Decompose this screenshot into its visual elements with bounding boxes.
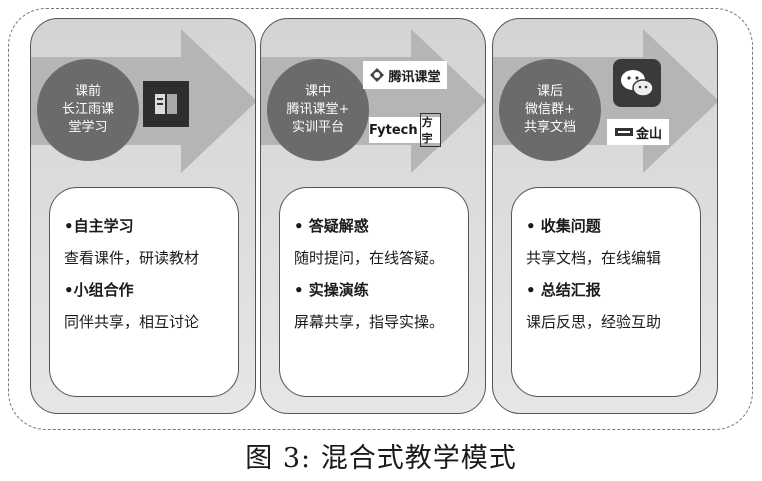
- item-heading: •自主学习: [64, 217, 134, 235]
- circle-line: 实训平台: [291, 120, 344, 135]
- logo-text: 金山: [635, 126, 662, 142]
- item-description: 同伴共享，相互讨论: [64, 313, 200, 331]
- circle-line: 长江雨课: [61, 102, 114, 117]
- logo-text: 方宇: [419, 113, 441, 147]
- item-heading: • 实操演练: [294, 281, 369, 299]
- item-description: 查看课件，研读教材: [64, 249, 200, 267]
- stage-content-box: •自主学习 查看课件，研读教材 •小组合作 同伴共享，相互讨论: [49, 187, 239, 397]
- item-description: 共享文档，在线编辑: [526, 249, 662, 267]
- stage-content-box: • 收集问题 共享文档，在线编辑 • 总结汇报 课后反思，经验互助: [511, 187, 701, 397]
- item-description: 课后反思，经验互助: [526, 313, 662, 331]
- item-heading: •小组合作: [64, 281, 134, 299]
- circle-line: 课中: [304, 84, 331, 99]
- stage-panel-after-class: 课后 微信群+ 共享文档 金山 • 收集问题 共享文档，在线编辑 • 总结汇报 …: [492, 18, 718, 414]
- circle-line: 共享文档: [523, 120, 576, 135]
- logo-text: Fytech: [369, 122, 418, 138]
- item-description: 随时提问，在线答疑。: [294, 249, 445, 267]
- stage-circle: 课后 微信群+ 共享文档: [499, 59, 601, 161]
- stage-circle: 课前 长江雨课 堂学习: [37, 59, 139, 161]
- item-heading: • 答疑解惑: [294, 217, 369, 235]
- stage-circle: 课中 腾讯课堂+ 实训平台: [267, 59, 369, 161]
- item-heading: • 总结汇报: [526, 281, 601, 299]
- tencent-classroom-logo-icon: 腾讯课堂: [363, 61, 447, 89]
- circle-line: 课前: [74, 84, 101, 99]
- rain-classroom-logo-icon: [143, 81, 189, 127]
- kingsoft-logo-icon: 金山: [607, 119, 669, 145]
- logo-text: 腾讯课堂: [388, 69, 441, 85]
- circle-line: 堂学习: [68, 120, 108, 135]
- stage-panel-before-class: 课前 长江雨课 堂学习 •自主学习 查看课件，研读教材 •小组合作 同伴共享，相…: [30, 18, 256, 414]
- stage-content-box: • 答疑解惑 随时提问，在线答疑。 • 实操演练 屏幕共享，指导实操。: [279, 187, 469, 397]
- item-description: 屏幕共享，指导实操。: [294, 313, 445, 331]
- item-heading: • 收集问题: [526, 217, 601, 235]
- wechat-logo-icon: [613, 59, 661, 107]
- circle-line: 微信群+: [525, 102, 575, 117]
- outer-dashed-frame: [8, 8, 753, 430]
- figure-caption: 图 3: 混合式教学模式: [245, 443, 517, 474]
- circle-line: 课后: [536, 84, 563, 99]
- circle-line: 腾讯课堂+: [286, 102, 350, 117]
